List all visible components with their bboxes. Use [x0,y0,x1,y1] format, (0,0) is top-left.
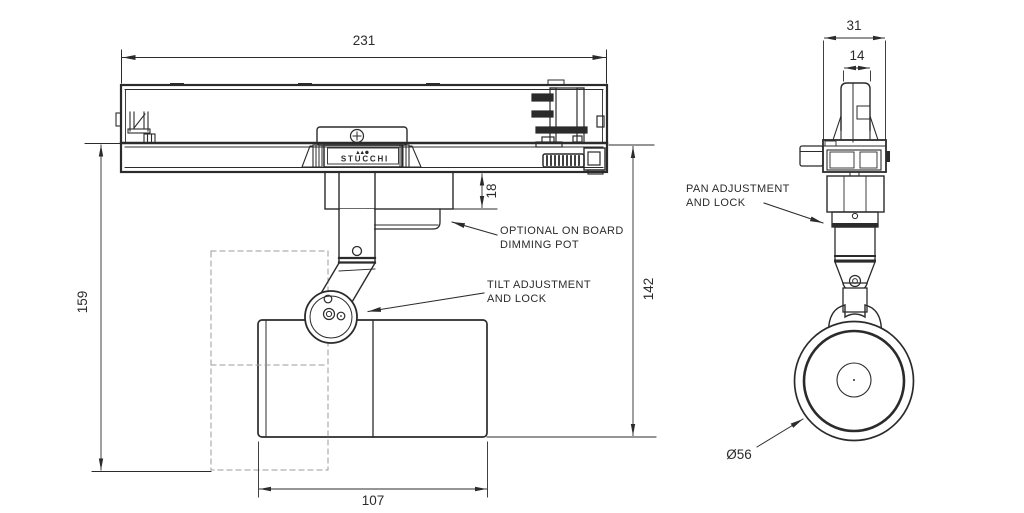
dimming-pot [367,208,441,230]
dimension-adapter-depth: 31 [823,18,886,140]
ghost-outline-vertical-head [210,250,329,471]
adapter-side-profile [799,82,890,177]
tilt-ball-joint [304,290,358,344]
tilt-screw-icon [323,294,333,304]
dimension-track-length: 231 [121,33,607,84]
yoke [827,304,883,341]
pan-label-line1: PAN ADJUSTMENT [686,183,790,195]
dimension-body-length: 107 [258,441,488,508]
joint-screw-icon [848,274,862,288]
dim-159-value: 159 [75,291,90,314]
stucchi-logo-marks: ▲▲● [356,151,370,156]
dimming-pot-label-line2: DIMMING POT [500,239,579,251]
front-view: ▲▲● STUCCHI [75,33,657,508]
dim-diameter-value: Ø56 [726,447,752,462]
dimension-height-from-track: 142 [486,144,657,438]
track-contact-assembly [531,87,606,175]
end-clip-detail [115,111,156,144]
label-head-diameter: Ø56 [726,418,804,462]
contact-pin [535,126,588,134]
lid-tick [298,83,312,86]
dimension-plate-depth: 18 [439,173,499,210]
label-dimming-pot: OPTIONAL ON BOARD DIMMING POT [451,221,624,251]
head-trim-ring [802,329,906,433]
stem-side [826,175,885,313]
dim-231-value: 231 [353,33,376,48]
dim-14-value: 14 [849,48,865,63]
dimension-overall-height: 159 [75,143,212,472]
tilt-label-line1: TILT ADJUSTMENT [487,279,591,291]
contact-pin [531,93,554,102]
dim-31-value: 31 [846,18,861,33]
lamp-head-front [793,304,915,442]
mounting-plate [324,171,454,210]
label-tilt-adjustment: TILT ADJUSTMENT AND LOCK [367,279,591,313]
dimension-tab-depth: 14 [843,48,871,82]
lock-thumbwheel [542,153,585,168]
side-view: 31 14 PAN ADJUSTMENT AND LOCK Ø56 [686,18,915,462]
lamp-head-side [257,319,488,438]
tilt-screw-icon [322,307,336,321]
dim-18-value: 18 [484,183,499,198]
label-pan-adjustment: PAN ADJUSTMENT AND LOCK [686,183,824,224]
stucchi-brand-label: STUCCHI [341,155,389,164]
stem-front [319,171,377,303]
top-tab [547,79,565,86]
head-lens [836,362,872,398]
stucchi-adapter: ▲▲● STUCCHI [301,126,422,168]
lid-tick [170,83,184,86]
dimming-pot-label-line1: OPTIONAL ON BOARD [500,225,624,237]
adapter-screw-icon [349,128,365,144]
lid-tick [426,83,440,86]
dim-107-value: 107 [362,493,385,508]
adapter-wing [408,145,422,168]
tilt-label-line2: AND LOCK [487,293,547,305]
adapter-wing [301,145,314,168]
stem-screw-icon [351,245,363,257]
tilt-screw-icon [336,311,346,321]
dim-142-value: 142 [641,278,656,301]
pan-label-line2: AND LOCK [686,197,746,209]
contact-pin [531,110,554,118]
pan-screw-icon [851,212,859,220]
